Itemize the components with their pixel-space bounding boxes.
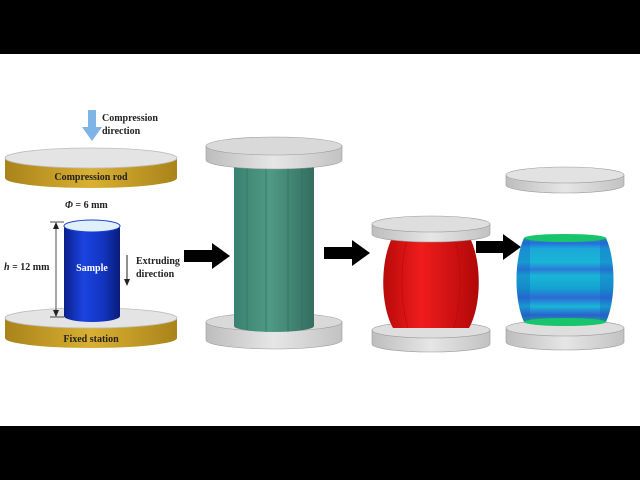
extruding-arrow	[124, 255, 130, 286]
phi-symbol: Φ	[65, 200, 73, 211]
extruding-direction-label-2: direction	[136, 269, 175, 280]
sample-label: Sample	[76, 263, 108, 274]
height-label: h = 12 mm	[4, 262, 50, 273]
right-arrow-icon	[476, 234, 521, 260]
height-dimension	[50, 221, 64, 318]
fe-model-initial	[205, 136, 343, 350]
compression-direction-label-1: Compression	[102, 113, 158, 124]
h-value: = 12 mm	[10, 262, 51, 273]
down-arrow-icon	[82, 110, 102, 141]
right-arrow-icon	[324, 240, 370, 266]
fixed-station	[4, 307, 178, 348]
diameter-label: Φ = 6 mm	[65, 200, 108, 211]
h-symbol: h	[4, 262, 10, 273]
fixed-station-label: Fixed station	[63, 334, 119, 345]
compression-rod	[4, 147, 178, 188]
extruding-direction-label-1: Extruding	[136, 256, 180, 267]
sample-cylinder	[63, 219, 121, 322]
right-arrow-icon	[184, 243, 230, 269]
fe-model-result	[505, 166, 625, 351]
compression-rod-label: Compression rod	[54, 172, 128, 183]
phi-value: = 6 mm	[73, 200, 109, 211]
compression-direction-label-2: direction	[102, 126, 141, 137]
fe-model-deformed	[371, 215, 491, 353]
